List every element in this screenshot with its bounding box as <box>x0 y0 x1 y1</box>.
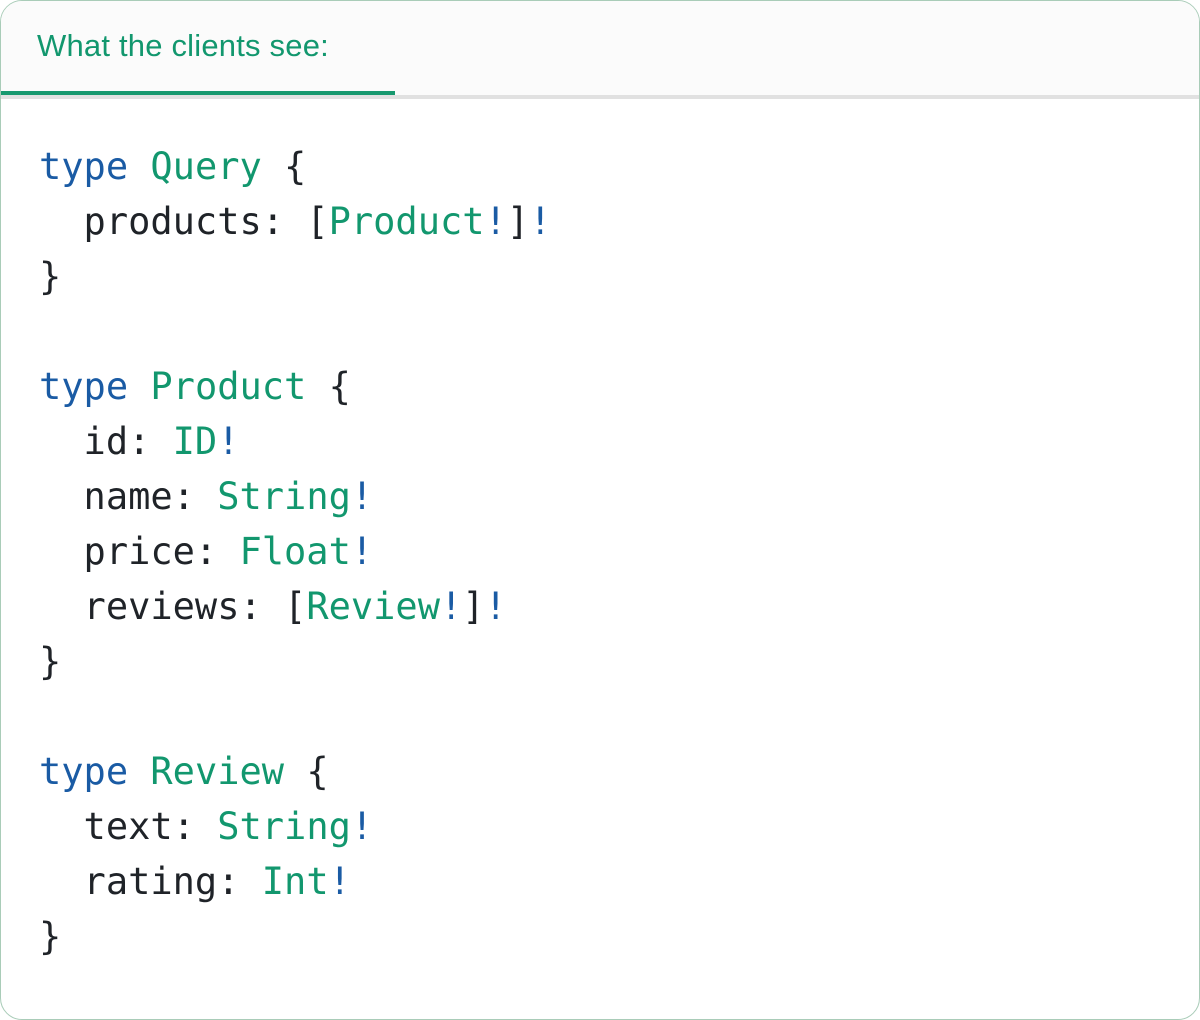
code-token-typename: Float <box>239 530 351 573</box>
code-token-typename: Int <box>261 860 329 903</box>
code-token-plain: { <box>261 145 307 188</box>
code-token-plain: id: <box>39 420 173 463</box>
code-line: } <box>39 909 1159 964</box>
code-token-typename: String <box>217 805 351 848</box>
code-token-typename: Product <box>328 200 485 243</box>
code-line: } <box>39 249 1159 304</box>
code-token-plain: } <box>39 640 62 683</box>
code-token-plain: { <box>306 365 351 408</box>
code-line: name: String! <box>39 469 1159 524</box>
code-token-plain: name: <box>39 475 218 518</box>
code-token-bang: ! <box>529 200 552 243</box>
code-token-keyword: type <box>39 145 129 188</box>
code-line: type Product { <box>39 359 1159 414</box>
code-line: } <box>39 634 1159 689</box>
tab-label: What the clients see: <box>37 28 329 63</box>
code-token-bang: ! <box>484 585 507 628</box>
code-token-bang: ! <box>439 585 463 628</box>
code-token-typename: Product <box>150 365 307 408</box>
code-token-bang: ! <box>328 860 351 903</box>
code-line: id: ID! <box>39 414 1159 469</box>
code-token-plain <box>128 750 150 793</box>
code-token-plain: rating: <box>39 860 262 903</box>
code-line: reviews: [Review!]! <box>39 579 1159 634</box>
code-token-plain: reviews: [ <box>39 585 307 628</box>
code-token-bang: ! <box>350 475 374 518</box>
code-token-bang: ! <box>350 805 374 848</box>
code-token-typename: Query <box>150 145 262 188</box>
graphql-schema-code-block: type Query { products: [Product!]!}type … <box>1 99 1199 964</box>
code-token-plain <box>128 365 150 408</box>
code-token-plain: ] <box>462 585 485 628</box>
code-token-keyword: type <box>39 750 129 793</box>
code-token-plain: price: <box>39 530 240 573</box>
code-token-typename: ID <box>172 420 218 463</box>
code-token-keyword: type <box>39 365 129 408</box>
code-token-plain: } <box>39 255 62 298</box>
tab-clients-view[interactable]: What the clients see: <box>1 1 395 95</box>
code-token-typename: Review <box>306 585 440 628</box>
code-token-plain: text: <box>39 805 218 848</box>
code-line: price: Float! <box>39 524 1159 579</box>
code-token-plain: ] <box>506 200 530 243</box>
code-line-blank <box>39 304 1159 359</box>
code-token-plain <box>128 145 150 188</box>
code-token-plain: } <box>39 915 62 958</box>
code-line: text: String! <box>39 799 1159 854</box>
code-line: products: [Product!]! <box>39 194 1159 249</box>
code-token-bang: ! <box>217 420 240 463</box>
tab-bar: What the clients see: <box>1 1 1199 99</box>
code-token-plain: { <box>284 750 329 793</box>
code-line: type Review { <box>39 744 1159 799</box>
code-line: rating: Int! <box>39 854 1159 909</box>
code-token-typename: Review <box>150 750 285 793</box>
code-line: type Query { <box>39 139 1159 194</box>
code-token-bang: ! <box>484 200 507 243</box>
code-token-plain: products: [ <box>39 200 329 243</box>
code-line-blank <box>39 689 1159 744</box>
code-token-typename: String <box>217 475 351 518</box>
code-token-bang: ! <box>350 530 374 573</box>
